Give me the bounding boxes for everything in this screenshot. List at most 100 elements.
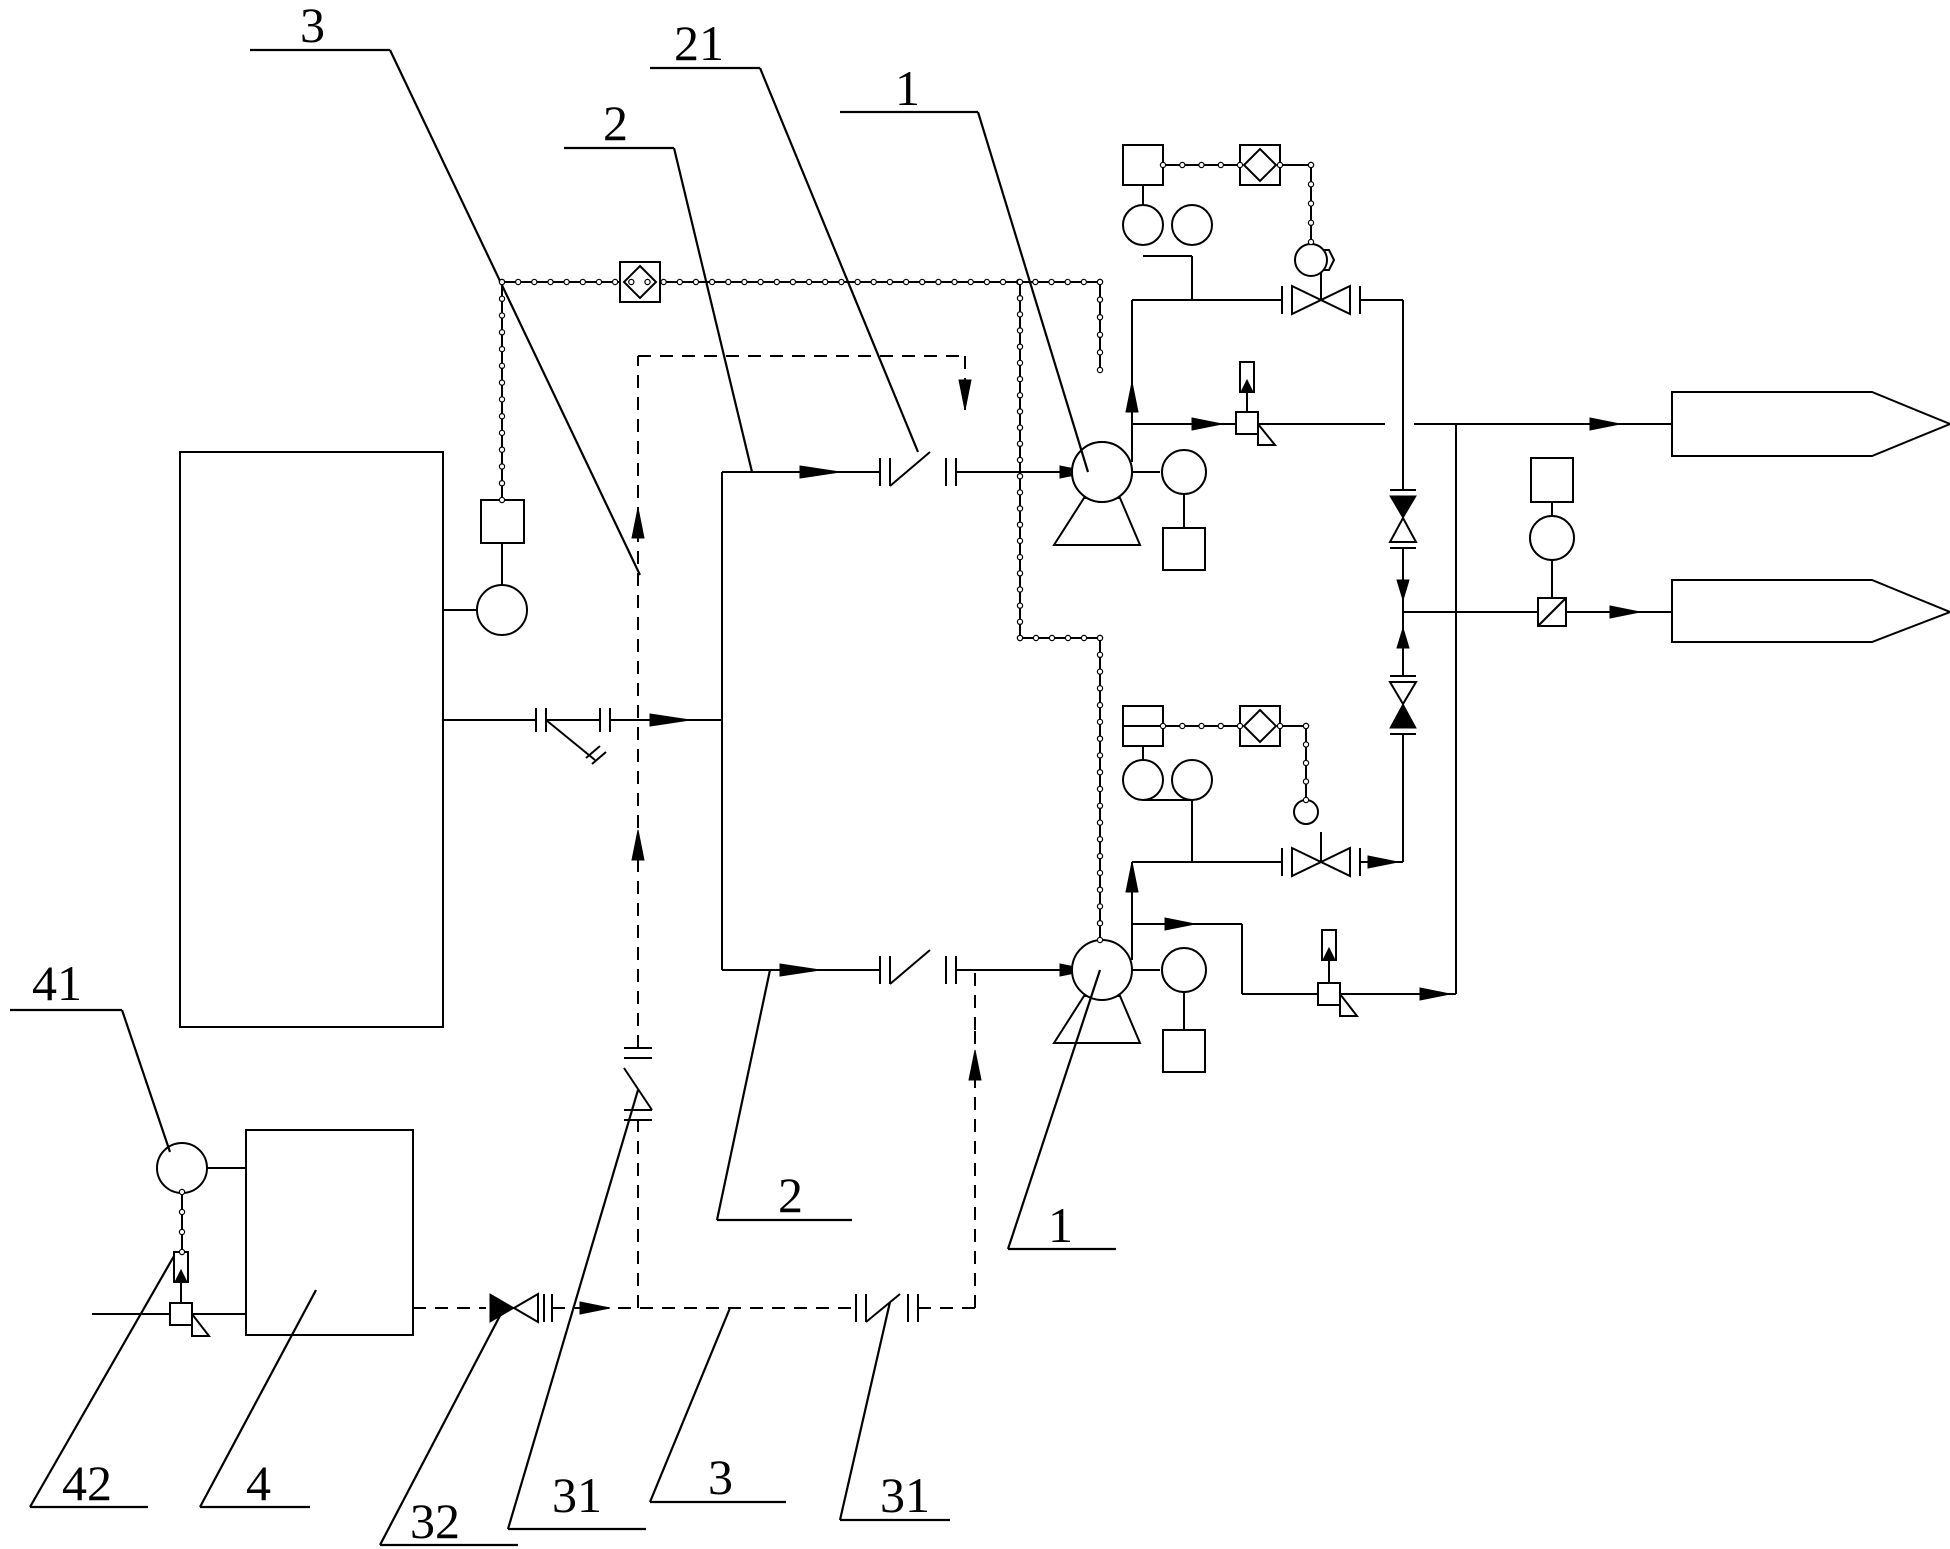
signal-dot [1016,521,1024,528]
upper-discharge-lines [1122,144,1672,485]
auxiliary-tank-4 [245,1129,414,1336]
right-manifold [1388,424,1672,994]
signal-dot [1080,278,1088,286]
signal-dot [1159,161,1167,169]
signal-dot [498,312,506,319]
signal-dot [178,1208,186,1216]
callout-3-bottom: 3 [708,1449,733,1505]
signal-dot [1276,722,1284,730]
signal-dot [515,278,522,286]
callout-32: 32 [410,1493,460,1549]
signal-dot [1179,722,1186,730]
signal-dot [1096,920,1104,927]
signal-dot [563,278,570,286]
signal-dot [1016,634,1024,642]
signal-dot [902,278,910,286]
product-outlet-upper [1671,391,1950,457]
signal-dot [1096,278,1104,286]
signal-dot [1096,802,1104,810]
storage-tank [179,451,444,1028]
signal-dot [1016,473,1024,480]
signal-dot [1032,278,1039,286]
signal-dot [1096,936,1104,944]
callout-4: 4 [246,1455,271,1511]
signal-dot [919,278,926,286]
signal-dot [1096,769,1104,776]
callout-1-bottom: 1 [1048,1197,1073,1253]
signal-dot [498,278,506,286]
signal-dot [1096,651,1104,659]
signal-dot [660,278,667,286]
signal-dot [1096,869,1104,877]
signal-dot [1096,852,1104,860]
lower-discharge-lines [1122,705,1456,1017]
signal-dot [1096,735,1104,742]
signal-dot [178,1228,186,1236]
signal-dot [178,1248,186,1256]
signal-dot [547,278,554,286]
signal-dot [1198,722,1205,730]
signal-dot [1064,278,1071,286]
signal-dot [676,278,684,286]
signal-dot [1276,161,1284,169]
signal-dot [1016,311,1024,318]
signal-dot [1217,722,1225,730]
tank-outlet-line [443,708,722,765]
signal-dot [725,278,732,286]
signal-dot [1096,718,1104,726]
signal-dot [1236,161,1244,169]
signal-dot [838,278,845,286]
signal-dot [1016,375,1024,383]
signal-dot [1016,489,1024,496]
signal-dot [1096,314,1104,321]
signal-dot [983,278,991,286]
signal-dot [1302,741,1310,748]
signal-dot [1016,392,1024,399]
signal-dot [611,278,619,286]
leader-lines [10,48,1116,1547]
signal-dot [1016,618,1024,626]
signal-dot [1016,553,1024,561]
signal-dot [1016,456,1024,464]
signal-dot [498,345,506,353]
signal-dot [935,278,942,286]
signal-dot [805,278,813,286]
signal-dot [1016,343,1024,350]
callout-3-top: 3 [300,0,325,53]
signal-dot [1236,722,1244,730]
signal-lines [181,144,1328,1252]
signal-dot [1016,602,1024,609]
signal-dot [1048,634,1056,642]
signal-dot [644,278,651,286]
signal-dot [757,278,764,286]
signal-dot [1096,819,1104,826]
signal-dot [1217,161,1225,169]
signal-dot [1016,408,1024,415]
signal-dot [692,278,700,286]
signal-dot [498,379,506,386]
pump-upper [1052,441,1207,571]
product-outlet-lower [1671,579,1950,643]
signal-dot [1302,722,1310,730]
signal-dot [1016,359,1024,367]
signal-dot [579,278,587,286]
signal-dot [741,278,748,286]
signal-dot [1096,668,1104,675]
signal-dot [1016,537,1024,545]
signal-dot [708,278,716,286]
signal-dot [1302,796,1310,804]
callout-2-top: 2 [603,95,628,151]
signal-dot [1016,327,1024,334]
signal-line-markers [178,161,1315,1256]
signal-dot [628,278,635,286]
signal-dot [1096,634,1104,642]
signal-dot [1096,685,1104,692]
signal-dot [1016,295,1024,302]
signal-dot [1064,634,1072,642]
tank-level-transmitter [443,499,528,636]
signal-dot [886,278,894,286]
callout-42: 42 [62,1455,112,1511]
signal-dot [951,278,958,286]
signal-dot [1302,759,1310,767]
signal-dot [1096,349,1104,356]
